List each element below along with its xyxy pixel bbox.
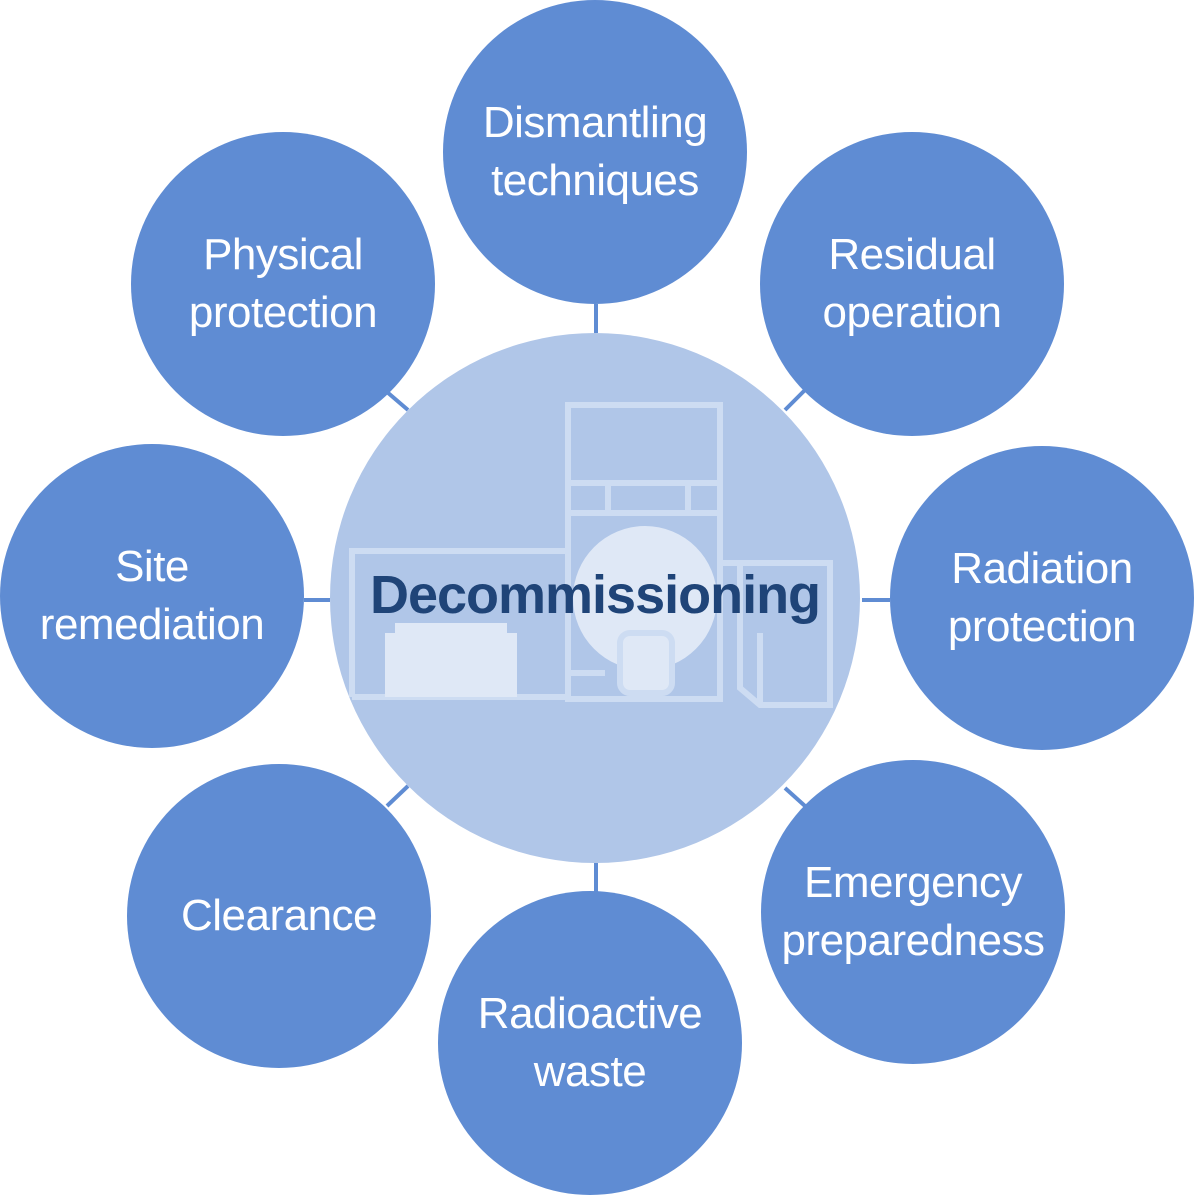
node-dismantling-techniques: Dismantling techniques [443, 0, 747, 304]
center-title: Decommissioning [369, 565, 821, 625]
connector-line [783, 388, 807, 412]
equipment-top [395, 623, 507, 637]
node-label-line: Site [115, 542, 189, 591]
node-label-line: protection [188, 288, 378, 337]
node-label-line: operation [822, 288, 1002, 337]
node-label-line: preparedness [781, 916, 1045, 965]
node-radioactive-waste: Radioactive waste [438, 891, 742, 1195]
node-physical-protection: Physical protection [131, 132, 435, 436]
turbine-hall-outline [349, 548, 568, 697]
containment-sphere [573, 526, 717, 670]
node-label-line: Emergency [803, 858, 1023, 907]
node-label-line: Radiation [951, 544, 1133, 593]
node-site-remediation: Site remediation [0, 444, 304, 748]
node-emergency-preparedness: Emergency preparedness [761, 760, 1065, 1064]
connector-line [385, 784, 410, 808]
node-residual-operation: Residual operation [760, 132, 1064, 436]
center-circle [330, 333, 860, 863]
node-label-line: Clearance [180, 891, 378, 940]
node-label-line: protection [947, 602, 1137, 651]
node-label-line: techniques [491, 156, 699, 205]
node-label-line: Dismantling [482, 98, 708, 147]
node-label-line: Physical [203, 230, 363, 279]
node-label-line: remediation [39, 600, 265, 649]
nuclear-power-plant-icon [349, 402, 833, 708]
node-label-line: Residual [828, 230, 996, 279]
reactor-vessel [617, 630, 675, 696]
node-label-line: Radioactive [477, 989, 703, 1038]
node-radiation-protection: Radiation protection [890, 446, 1194, 750]
node-label-line: waste [533, 1047, 647, 1096]
connector-line [783, 786, 807, 808]
auxiliary-building-outline [720, 560, 833, 708]
connector-line [385, 390, 410, 412]
node-clearance: Clearance [127, 764, 431, 1068]
equipment-block [385, 633, 517, 697]
